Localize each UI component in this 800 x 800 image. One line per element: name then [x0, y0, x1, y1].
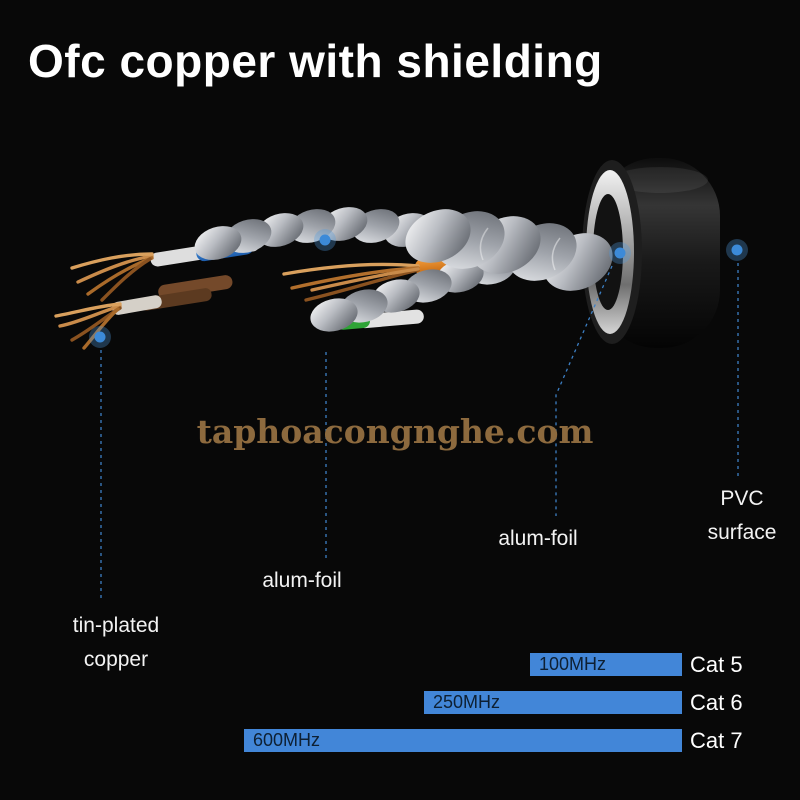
callout-dot-alum-foil-right — [609, 242, 631, 264]
watermark: taphoacongnghe.com — [196, 412, 594, 451]
bar-value-label: 100MHz — [539, 654, 607, 674]
callout-dot-pvc-surface — [726, 239, 748, 261]
freq-bar-cat5: 100MHz — [530, 653, 682, 676]
copper-strands-lower-left — [54, 302, 122, 350]
copper-strands-center — [282, 262, 420, 302]
label-alum-foil-left: alum-foil — [262, 569, 342, 592]
label-line: surface — [707, 520, 777, 544]
label-alum-foil-right: alum-foil — [498, 527, 578, 550]
label-line: copper — [83, 647, 149, 671]
callout-dot-tin-plated-copper — [89, 326, 111, 348]
label-line: tin-plated — [72, 614, 160, 637]
callout-line-alum-foil-right — [555, 265, 613, 516]
callout-dots — [89, 229, 748, 348]
copper-strands-upper-left — [70, 252, 154, 302]
wire-brown-pair — [112, 275, 233, 315]
freq-bar-cat6: 250MHz — [424, 691, 682, 714]
callout-lines — [100, 263, 739, 602]
freq-bar-cat7: 600MHz — [244, 729, 682, 752]
category-label-cat6: Cat 6 — [690, 690, 743, 715]
page-title: Ofc copper with shielding — [28, 35, 603, 87]
callout-dot-alum-foil-left — [314, 229, 336, 251]
label-tin-plated-copper: tin-plated copper — [50, 609, 182, 676]
category-label-cat7: Cat 7 — [690, 728, 743, 753]
bar-value-label: 600MHz — [253, 730, 321, 750]
bar-value-label: 250MHz — [433, 692, 501, 712]
category-label-cat5: Cat 5 — [690, 652, 743, 677]
shield-bundle — [405, 209, 613, 291]
twisted-pair-upper — [194, 207, 432, 260]
label-line: PVC — [720, 487, 764, 510]
label-pvc-surface: PVC surface — [686, 482, 798, 549]
